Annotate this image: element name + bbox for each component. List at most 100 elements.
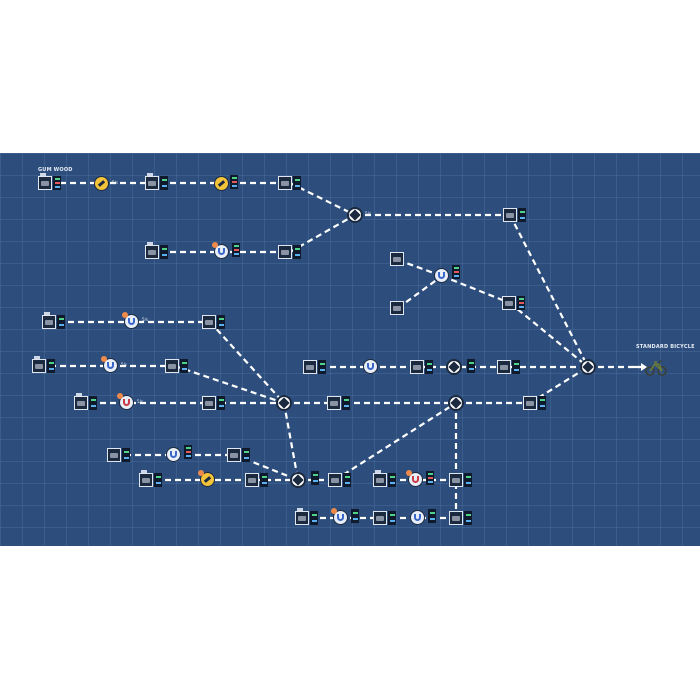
stat-panel: [351, 509, 359, 523]
process-node[interactable]: [278, 245, 301, 259]
magnet-icon[interactable]: [406, 470, 423, 487]
resource-tile-icon: [42, 312, 56, 329]
stat-node: [310, 471, 319, 485]
stat-panel: [160, 176, 168, 190]
hub-icon[interactable]: [290, 472, 306, 488]
output-label: STANDARD BICYCLE: [636, 344, 695, 350]
stat-node: [231, 243, 240, 257]
stat-panel: [232, 243, 240, 257]
stat-node: [451, 265, 460, 279]
bicycle-icon[interactable]: [645, 356, 667, 378]
stat-panel: [184, 445, 192, 459]
stat-panel: [467, 359, 475, 373]
stat-panel: [293, 245, 301, 259]
process-node[interactable]: [523, 396, 546, 410]
process-node[interactable]: [449, 473, 472, 487]
stat-node: [183, 445, 192, 459]
resource-tile-icon: [523, 396, 537, 410]
link: [441, 274, 511, 305]
resource-tile-icon: [202, 315, 216, 329]
process-node[interactable]: [327, 396, 350, 410]
saw-icon[interactable]: [434, 268, 449, 283]
process-node[interactable]: [227, 448, 250, 462]
stat-node: [229, 175, 238, 189]
process-node[interactable]: [497, 360, 520, 374]
magnet-icon[interactable]: [212, 242, 229, 259]
production-board: GUM WOOD STANDARD BICYCLE 5/s 5/s: [0, 153, 700, 546]
process-node[interactable]: [449, 511, 472, 525]
stat-panel: [452, 265, 460, 279]
resource-tile-icon: [497, 360, 511, 374]
source-node[interactable]: [390, 301, 404, 315]
resource-tile-icon: [245, 473, 259, 487]
resource-tile-icon: [227, 448, 241, 462]
stat-panel: [310, 511, 318, 525]
link: [509, 214, 589, 368]
drill-icon[interactable]: [94, 176, 109, 191]
process-node[interactable]: [328, 473, 351, 487]
resource-tile-icon: [107, 448, 121, 462]
stat-panel: [230, 175, 238, 189]
speed-label: 5/s: [137, 399, 143, 404]
source-node[interactable]: [32, 356, 55, 373]
link: [509, 302, 589, 368]
process-node[interactable]: [165, 359, 188, 373]
final-hub-icon[interactable]: [580, 359, 596, 375]
stat-node: [427, 509, 436, 523]
process-node[interactable]: [245, 473, 268, 487]
magnet-icon[interactable]: [101, 356, 118, 373]
drill-icon[interactable]: [214, 176, 229, 191]
link: [397, 275, 443, 309]
magnet-icon[interactable]: [363, 359, 378, 374]
magnet-icon[interactable]: [331, 508, 348, 525]
stat-panel: [57, 315, 65, 329]
speed-label: 5/s: [121, 362, 127, 367]
resource-tile-icon: [503, 208, 517, 222]
stat-panel: [89, 396, 97, 410]
resource-tile-icon: [74, 393, 88, 410]
speed-label: 5/s: [365, 211, 371, 216]
process-node[interactable]: [202, 315, 225, 329]
stat-panel: [518, 208, 526, 222]
process-node[interactable]: [202, 396, 225, 410]
stat-panel: [342, 396, 350, 410]
source-node[interactable]: [38, 173, 61, 190]
magnet-icon[interactable]: [122, 312, 139, 329]
source-node[interactable]: [107, 448, 130, 462]
resource-tile-icon: [38, 173, 52, 190]
source-node[interactable]: [145, 242, 168, 259]
source-node[interactable]: [373, 470, 396, 487]
sprout-icon[interactable]: [198, 470, 215, 487]
process-node[interactable]: [410, 360, 433, 374]
process-node[interactable]: [373, 511, 396, 525]
hub-icon[interactable]: [347, 207, 363, 223]
resource-tile-icon: [373, 470, 387, 487]
link: [282, 402, 300, 481]
resource-tile-icon: [449, 473, 463, 487]
stat-panel: [293, 176, 301, 190]
stat-node: [425, 471, 434, 485]
resource-tile-icon: [145, 242, 159, 259]
source-node[interactable]: [139, 470, 162, 487]
hub-icon[interactable]: [276, 395, 292, 411]
hub-icon[interactable]: [448, 395, 464, 411]
source-node[interactable]: [295, 508, 318, 525]
sparkle-icon[interactable]: [410, 510, 425, 525]
source-node[interactable]: [42, 312, 65, 329]
resource-tile-icon: [145, 173, 159, 190]
process-node[interactable]: [502, 296, 525, 310]
hub-icon[interactable]: [446, 359, 462, 375]
process-node[interactable]: [503, 208, 526, 222]
magnet-icon[interactable]: [166, 447, 181, 462]
resource-tile-icon: [32, 356, 46, 373]
resource-tile-icon: [390, 301, 404, 315]
process-node[interactable]: [145, 173, 168, 190]
source-node[interactable]: [303, 360, 326, 374]
source-node[interactable]: [74, 393, 97, 410]
source-node[interactable]: [390, 252, 404, 266]
start-label: GUM WOOD: [38, 167, 73, 173]
magnet-icon[interactable]: [117, 393, 134, 410]
stat-panel: [53, 176, 61, 190]
stat-panel: [217, 315, 225, 329]
process-node[interactable]: [278, 176, 301, 190]
